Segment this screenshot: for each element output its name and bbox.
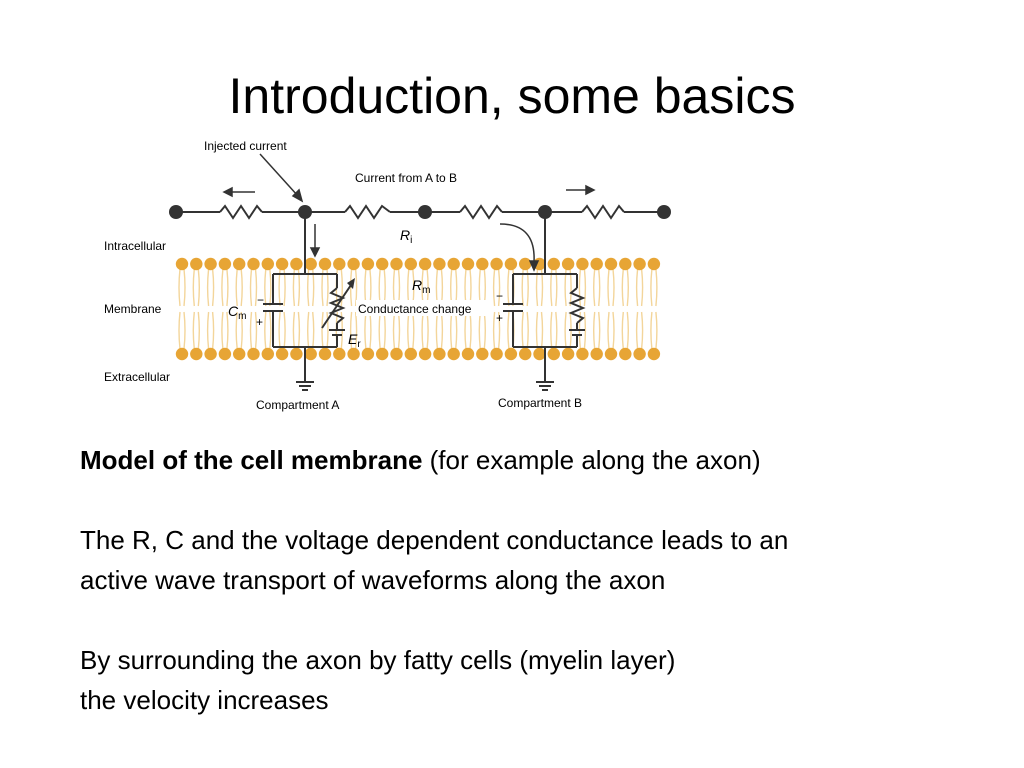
lipid-bilayer xyxy=(175,257,661,361)
compartment-b-label: Compartment B xyxy=(498,396,582,410)
resistor-ri xyxy=(459,204,503,220)
current-a-to-b-label: Current from A to B xyxy=(355,171,457,185)
arrow-icon xyxy=(347,278,355,289)
paragraph-myelin: By surrounding the axon by fatty cells (… xyxy=(80,640,980,720)
ri-label: Ri xyxy=(400,227,412,246)
paragraph-model: Model of the cell membrane (for example … xyxy=(80,440,980,480)
myelin-line-1: By surrounding the axon by fatty cells (… xyxy=(80,645,676,675)
slide-title: Introduction, some basics xyxy=(228,68,796,124)
rm-label: Rm xyxy=(412,277,430,296)
injected-current-label: Injected current xyxy=(204,139,287,153)
cm-label: Cm xyxy=(228,303,246,322)
arrow-icon xyxy=(222,153,596,272)
cm-b-plus-sign: + xyxy=(496,311,503,325)
resistor-ab xyxy=(344,204,391,220)
cm-a-minus-sign: − xyxy=(257,293,264,307)
model-heading: Model of the cell membrane xyxy=(80,445,423,475)
cm-a-plus-sign: + xyxy=(256,315,263,329)
membrane-circuit-diagram: Injected current Current from A to B Int… xyxy=(104,139,671,412)
intracellular-label: Intracellular xyxy=(104,239,166,253)
conductance-label-bg xyxy=(356,300,492,316)
conductance-line-1: The R, C and the voltage dependent condu… xyxy=(80,525,789,555)
resistor-right xyxy=(581,204,625,220)
paragraph-conductance: The R, C and the voltage dependent condu… xyxy=(80,520,980,600)
model-subtext: (for example along the axon) xyxy=(422,445,761,475)
resistor-left xyxy=(219,204,263,220)
compartment-a-circuit xyxy=(263,212,354,391)
membrane-label: Membrane xyxy=(104,302,162,316)
conductance-change-label: Conductance change xyxy=(358,302,472,316)
myelin-line-2: the velocity increases xyxy=(80,685,329,715)
compartment-b-circuit xyxy=(503,212,586,391)
extracellular-label: Extracellular xyxy=(104,370,170,384)
conductance-line-2: active wave transport of waveforms along… xyxy=(80,565,666,595)
compartment-a-label: Compartment A xyxy=(256,398,339,412)
slide-body: Model of the cell membrane (for example … xyxy=(80,440,980,720)
er-label: Er xyxy=(348,331,361,350)
cm-b-minus-sign: − xyxy=(496,289,503,303)
